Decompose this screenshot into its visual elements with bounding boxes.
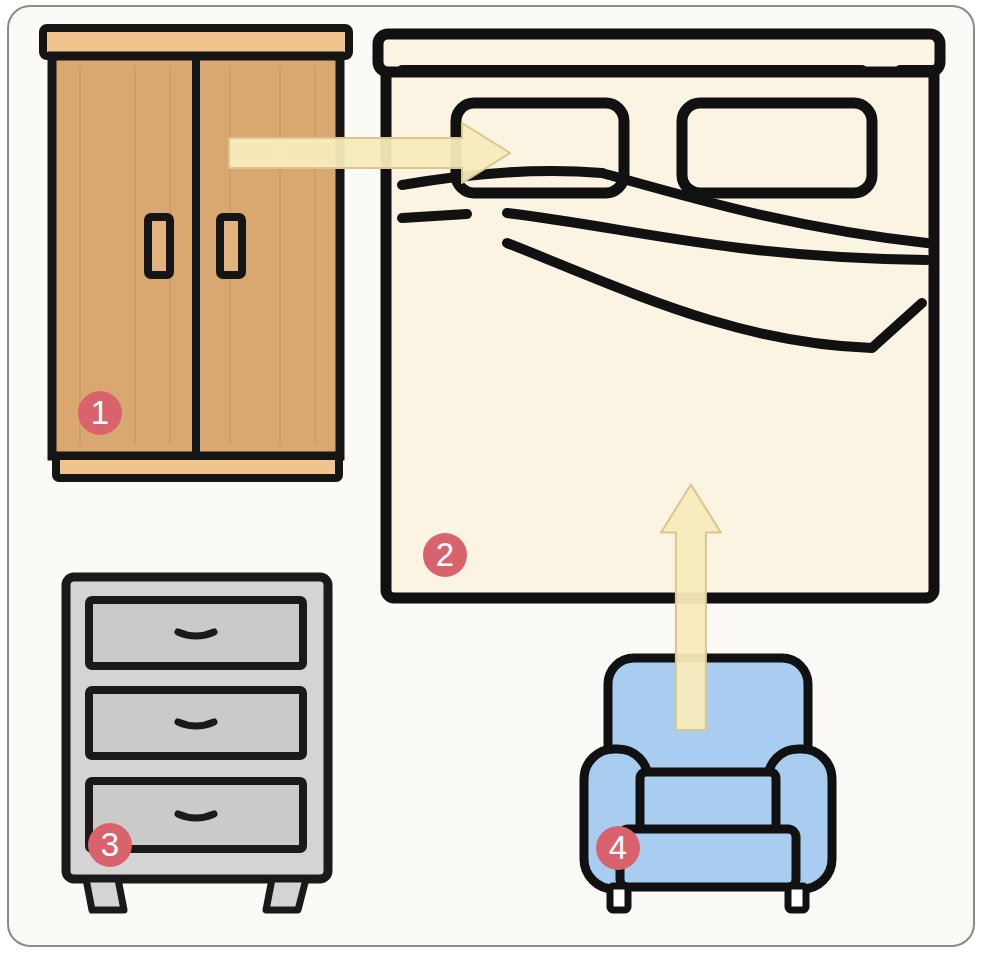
bed: 2 [372,28,947,606]
armchair: 4 [580,654,838,916]
callout-number: 2 [423,533,467,577]
bed-drawing [372,28,947,606]
callout-number: 3 [88,823,132,867]
flow-arrow [229,123,510,183]
dresser: 3 [62,574,332,916]
wardrobe: 1 [40,25,355,482]
callout-number: 1 [78,391,122,435]
arrow-shape [229,123,510,183]
armchair-drawing [580,654,838,916]
callout-number: 4 [596,826,640,870]
flow-arrow [661,485,721,730]
arrow-shape [661,485,721,730]
